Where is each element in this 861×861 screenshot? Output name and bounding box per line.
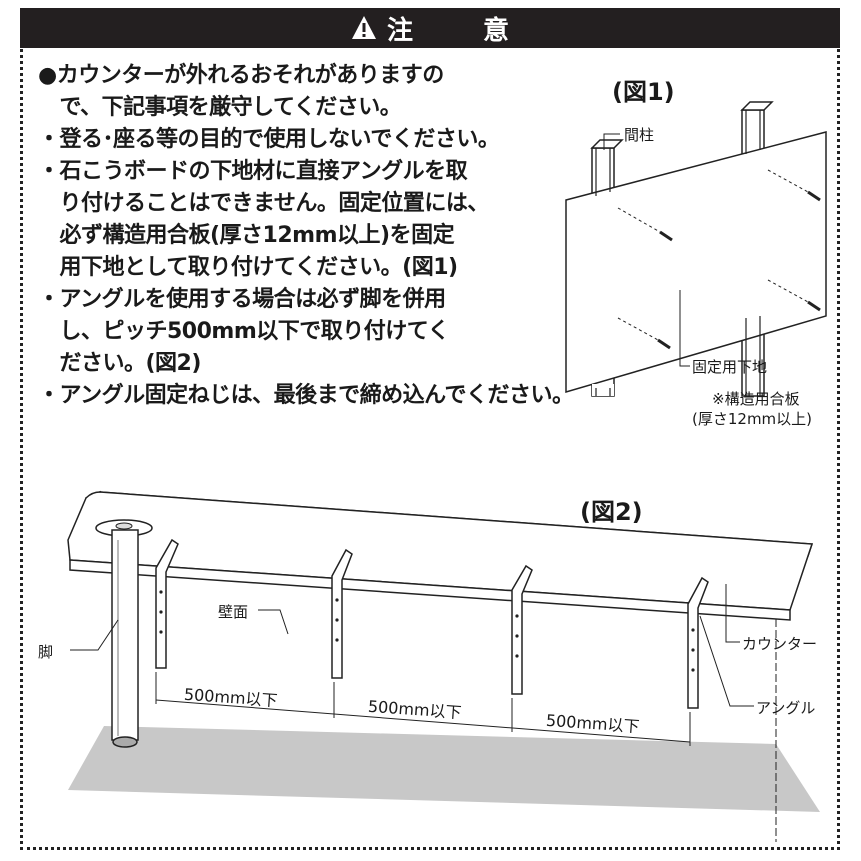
angle-bracket <box>687 576 709 709</box>
notice-line: ・アングル固定ねじは、最後まで締め込んでください。 <box>38 383 574 408</box>
notice-line: し、ピッチ500mm以下で取り付けてく <box>38 319 450 344</box>
notice-line: ・アングルを使用する場合は必ず脚を併用 <box>38 287 446 312</box>
notice-line: り付けることはできません。固定位置には、 <box>38 191 490 216</box>
leg-label: 脚 <box>38 643 54 661</box>
angle-bracket <box>331 548 353 679</box>
notice-text: ●カウンターが外れるおそれがありますの で、下記事項を厳守してください。 ・登る… <box>38 60 574 412</box>
counter <box>67 491 814 611</box>
angle-bracket <box>155 538 179 669</box>
plywood-panel <box>565 131 827 394</box>
figure1-label: (図1) <box>612 78 675 106</box>
base-label: 固定用下地 <box>692 358 768 376</box>
stud-label: 間柱 <box>624 126 655 144</box>
notice-line: ●カウンターが外れるおそれがありますの <box>38 63 444 88</box>
warning-icon <box>351 16 376 39</box>
counter-label: カウンター <box>742 635 818 653</box>
notice-line: 必ず構造用合板(厚さ12mm以上)を固定 <box>38 223 455 248</box>
notice-line: ・登る･座る等の目的で使用しないでください。 <box>38 127 500 152</box>
angle-bracket <box>511 564 533 695</box>
plywood-note: ※構造用合板 <box>712 390 800 408</box>
notice-line: 用下地として取り付けてください。(図1) <box>38 255 459 280</box>
wall-label: 壁面 <box>218 603 249 621</box>
notice-line: で、下記事項を厳守してください。 <box>38 95 402 120</box>
figure2-label: (図2) <box>580 498 643 526</box>
notice-line: ・石こうボードの下地材に直接アングルを取 <box>38 159 468 184</box>
leg <box>111 529 139 741</box>
floor <box>68 726 820 812</box>
notice-line: ださい。(図2) <box>38 351 202 376</box>
notice-title: 注 意 <box>386 15 531 46</box>
angle-label: アングル <box>756 699 816 717</box>
plywood-thickness-note: (厚さ12mm以上) <box>692 410 813 428</box>
notice-header: 注 意 <box>20 8 840 48</box>
